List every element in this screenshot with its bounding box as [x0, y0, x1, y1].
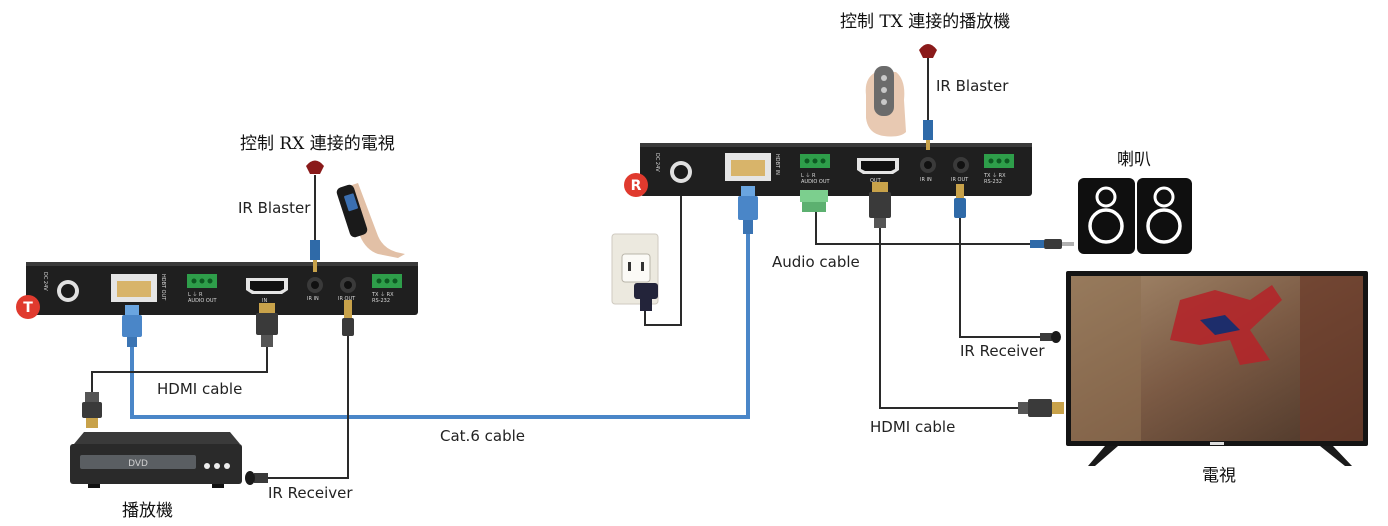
rx-cat6-connector [738, 186, 758, 234]
tx-ir-out-label: IR OUT [338, 296, 356, 302]
tx-badge: T [16, 295, 40, 319]
dvd-ir-receiver [245, 471, 268, 485]
rx-ir-out-label: IR OUT [951, 177, 969, 183]
tx-ir-blaster-label: IR Blaster [238, 199, 311, 217]
svg-text:T: T [23, 300, 33, 316]
rx-dc-label: DC 24V [654, 153, 660, 172]
rx-badge: R [624, 173, 648, 197]
tv-ir-receiver [1040, 331, 1061, 343]
tx-hdmi-cable-label: HDMI cable [157, 380, 242, 398]
rx-hdmi-cable-label: HDMI cable [870, 418, 955, 436]
tx-hdmi-connector [256, 303, 278, 347]
rx-hdmi-cable-line [879, 228, 1018, 409]
tv [1066, 271, 1368, 466]
audio-jack-connector [1030, 239, 1074, 249]
rx-out-label: OUT [870, 178, 882, 184]
tx-ir-receiver-label: IR Receiver [268, 484, 353, 502]
rx-ir-receiver-label: IR Receiver [960, 342, 1045, 360]
rx-control-caption: 控制 TX 連接的播放機 [840, 12, 1010, 32]
tv-caption: 電視 [1202, 466, 1236, 486]
tx-control-caption: 控制 RX 連接的電視 [240, 134, 395, 154]
speaker-right [1137, 178, 1192, 254]
speaker-left [1078, 178, 1135, 254]
tv-hdmi-connector [1018, 399, 1064, 417]
dvd-label: DVD [128, 459, 148, 469]
rx-hdbt-label: HDBT IN [774, 154, 780, 175]
speaker-caption: 喇叭 [1117, 150, 1151, 170]
svg-text:R: R [631, 178, 642, 194]
cat6-cable-label: Cat.6 cable [440, 427, 525, 445]
rx-ir-out-connector [954, 184, 966, 218]
rx-ir-in-label: IR IN [920, 177, 932, 183]
tx-ir-in-label: IR IN [307, 296, 319, 302]
tx-cat6-connector [122, 305, 142, 347]
tx-ir-out-connector [342, 300, 354, 336]
rx-ir-blaster [919, 44, 937, 150]
tx-hdmi-cable-line [91, 345, 268, 392]
rx-ir-blaster-label: IR Blaster [936, 77, 1009, 95]
rx-audio-cable-label: Audio cable [772, 253, 860, 271]
remote-control-icon [336, 183, 405, 258]
tx-ir-receiver-cable-line [268, 336, 349, 479]
tx-hdbt-label: HDBT OUT [160, 274, 166, 301]
dvd-player: DVD [70, 432, 242, 488]
rx-hdmi-connector [869, 182, 891, 228]
tx-dc-label: DC 24V [42, 272, 48, 291]
rx-power-cable-line [644, 180, 682, 326]
rx-audio-cable-line [815, 212, 1030, 245]
rx-ir-receiver-cable-line [959, 218, 1040, 338]
cat6-cable [130, 234, 750, 419]
tx-in-label: IN [262, 298, 267, 304]
player-caption: 播放機 [122, 501, 173, 521]
power-outlet [611, 233, 659, 311]
tx-ir-blaster [306, 160, 324, 272]
dvd-hdmi-connector [82, 392, 102, 428]
rx-audio-connector [800, 190, 828, 212]
hand-remote-icon [865, 66, 906, 137]
